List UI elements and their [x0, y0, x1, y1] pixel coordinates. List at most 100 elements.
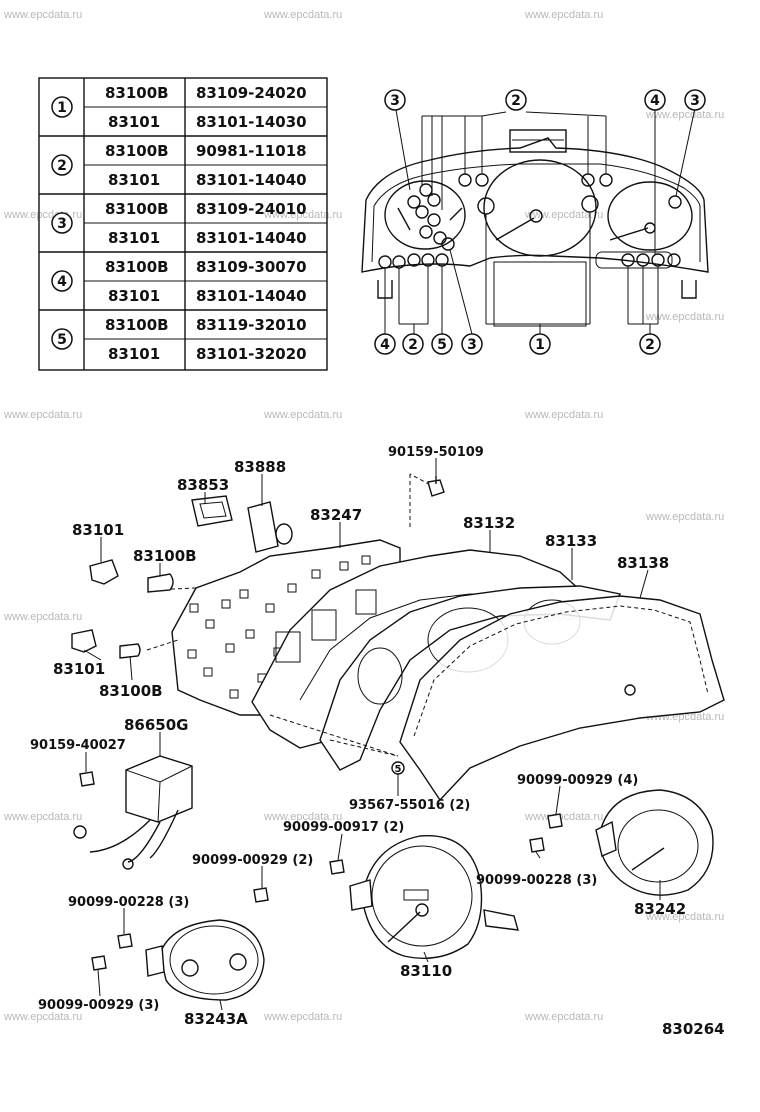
part-label: 93567-55016 (2)	[349, 798, 470, 813]
part-label: 83110	[400, 962, 452, 980]
watermark-text: www.epcdata.ru	[263, 1011, 342, 1023]
board-hole	[311, 569, 321, 579]
housing-window	[311, 609, 337, 641]
callout-circle	[529, 333, 551, 355]
screw-90159-40027	[79, 771, 95, 787]
watermark-text: www.epcdata.ru	[645, 109, 724, 121]
tachometer-connector	[595, 820, 617, 857]
bulb-socket-83101	[89, 559, 119, 585]
table-key-marker	[51, 212, 73, 234]
table-cell: 83101-14040	[196, 229, 307, 247]
part-label: 90159-50109	[388, 445, 484, 460]
callout-number: 2	[511, 93, 521, 109]
leader-line	[449, 249, 473, 335]
table-cell: 83101-14030	[196, 113, 307, 131]
leader-line	[481, 111, 507, 117]
callout-circle	[639, 333, 661, 355]
leader-line	[129, 655, 133, 681]
mount-tab	[681, 280, 697, 299]
table-cell: 83109-30070	[196, 258, 307, 276]
dial-gauge-face	[357, 647, 403, 705]
leader-line	[83, 649, 102, 661]
diagram-id: 830264	[662, 1020, 725, 1038]
bulb-socket-83101	[71, 629, 97, 653]
leader-line	[395, 109, 411, 191]
bulb-socket	[599, 173, 613, 187]
assembly-line	[146, 639, 179, 651]
needle	[449, 207, 463, 221]
table-key: 5	[57, 332, 67, 348]
watermark-text: www.epcdata.ru	[263, 209, 342, 221]
board-hole	[221, 599, 231, 609]
cluster-rear-view: 3 2 4 3 4 2 5 3 1 2	[361, 89, 709, 355]
watermark-text: www.epcdata.ru	[3, 409, 82, 421]
table-key-marker	[51, 270, 73, 292]
bulb-83100B	[147, 573, 174, 593]
leader-line	[525, 111, 607, 117]
part-label: 83133	[545, 532, 597, 550]
callout-circle	[374, 333, 396, 355]
table-cell: 83100B	[105, 316, 169, 334]
table-border	[38, 77, 328, 371]
screw-90099-00929	[547, 813, 563, 829]
leader-line	[555, 785, 561, 815]
callout-circle	[644, 89, 666, 111]
leader-line	[535, 851, 541, 859]
board-hole	[239, 589, 249, 599]
lens-screw-hole	[624, 684, 636, 696]
callout-number: 4	[380, 337, 390, 353]
callout-circle	[461, 333, 483, 355]
bulb-socket	[415, 205, 429, 219]
part-label: 83101	[72, 521, 124, 539]
watermark-text: www.epcdata.ru	[524, 811, 603, 823]
assembly-line	[269, 714, 399, 757]
table-cell: 83101-14040	[196, 171, 307, 189]
board-hole	[205, 619, 215, 629]
tachometer-83242	[598, 789, 714, 896]
tachometer-dial	[617, 809, 699, 883]
leader-line	[675, 107, 696, 197]
watermark-text: www.epcdata.ru	[645, 511, 724, 523]
board-hole	[287, 583, 297, 593]
buzzer-86650G-edge	[125, 765, 193, 823]
watermark-text: www.epcdata.ru	[524, 1011, 603, 1023]
bulb-socket	[427, 213, 441, 227]
leader-line	[423, 951, 429, 963]
reference-number: 5	[395, 764, 402, 775]
callout-number: 2	[408, 337, 418, 353]
table-cell: 83101	[108, 345, 160, 363]
table-key: 3	[57, 216, 67, 232]
needle-hub	[529, 209, 543, 223]
speedometer-dial	[371, 845, 473, 947]
table-cell: 83100B	[105, 142, 169, 160]
assembly-line	[329, 739, 399, 757]
bulb-socket	[475, 173, 489, 187]
callout-number: 4	[650, 93, 660, 109]
watermark-text: www.epcdata.ru	[263, 409, 342, 421]
needle	[495, 217, 535, 241]
wire-terminal	[73, 825, 87, 839]
table-cell: 83101-32020	[196, 345, 307, 363]
watermark-text: www.epcdata.ru	[524, 409, 603, 421]
assembly-line	[409, 473, 437, 489]
part-label: 83247	[310, 506, 362, 524]
watermark-text: www.epcdata.ru	[3, 811, 82, 823]
table-cell: 83109-24010	[196, 200, 307, 218]
bulb-socket	[667, 253, 681, 267]
bulb-socket	[477, 197, 495, 215]
part-label: 83888	[234, 458, 286, 476]
needle	[397, 207, 411, 231]
combination-gauge-83243A	[159, 919, 265, 1001]
screw-90099-00917	[329, 859, 345, 875]
screw-90099-00228	[117, 933, 133, 949]
part-label: 83132	[463, 514, 515, 532]
bulb-socket	[458, 173, 472, 187]
screw-90099-00929	[91, 955, 107, 971]
bulb-socket	[433, 231, 447, 245]
tachometer-outline	[607, 181, 693, 251]
screw-90099-00929	[253, 887, 269, 903]
watermark-text: www.epcdata.ru	[3, 611, 82, 623]
bulb-socket	[378, 255, 392, 269]
watermark-text: www.epcdata.ru	[645, 311, 724, 323]
